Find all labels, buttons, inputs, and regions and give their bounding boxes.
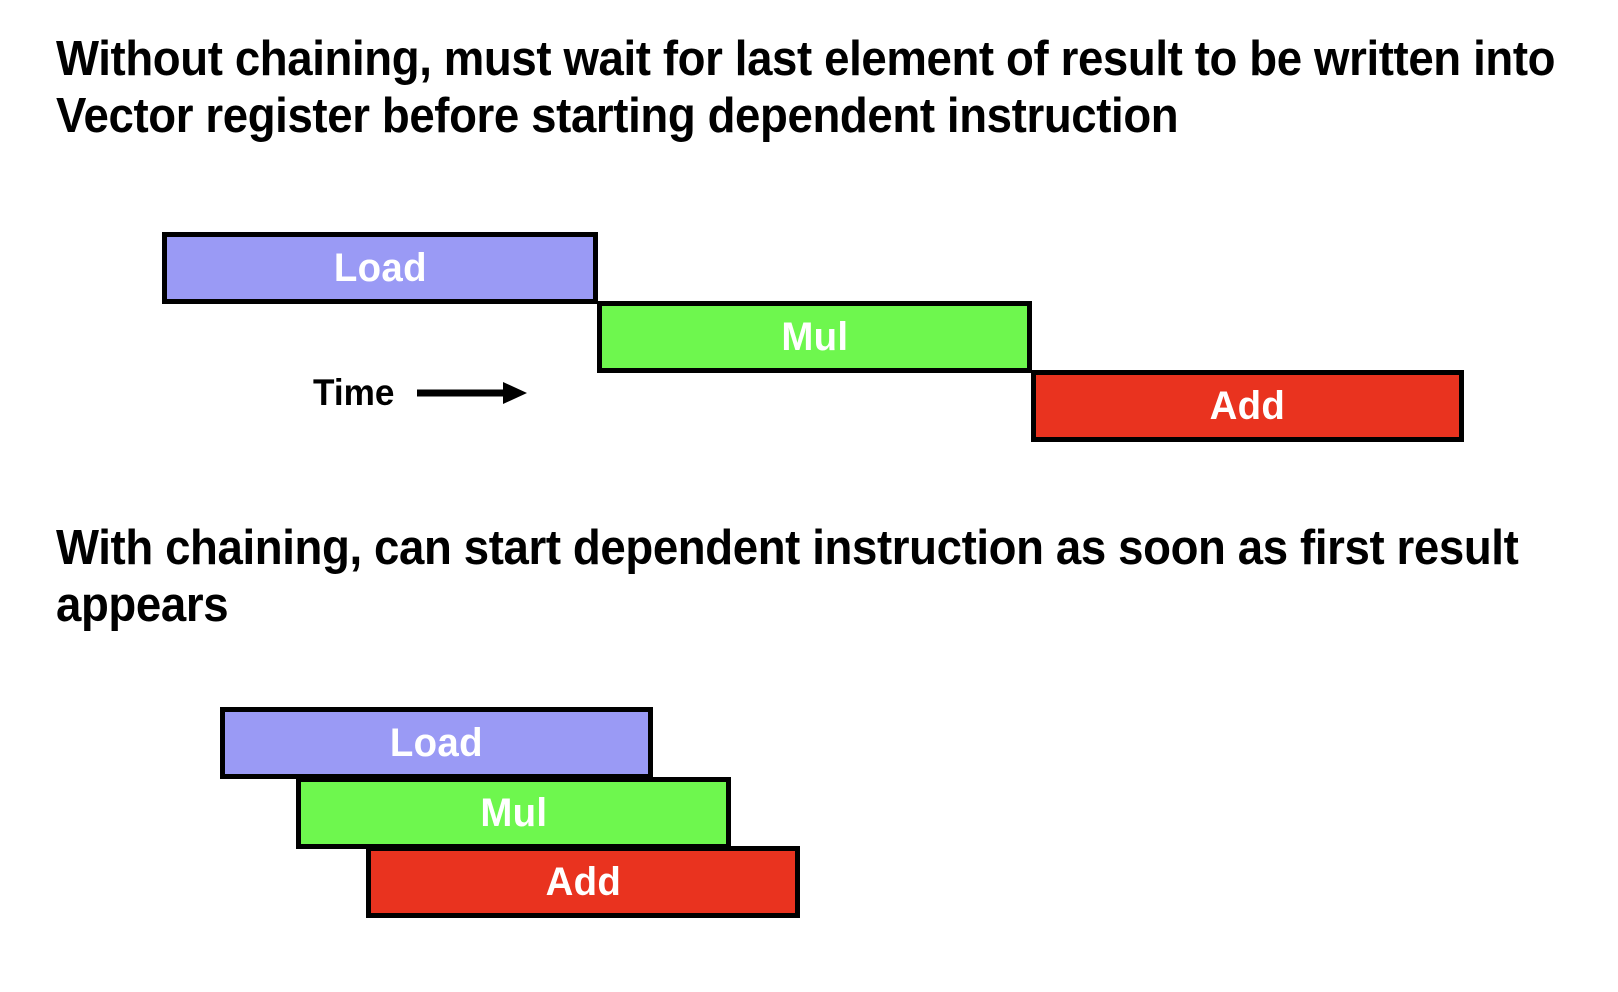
time-axis-label: Time xyxy=(313,372,395,413)
bar-label-mul: Mul xyxy=(480,791,547,835)
bar-label-add: Add xyxy=(1209,384,1286,428)
bar-with-chaining-mul: Mul xyxy=(296,777,731,849)
bar-without-chaining-add: Add xyxy=(1031,370,1464,442)
bar-with-chaining-add: Add xyxy=(366,846,800,918)
time-axis-annotation: Time xyxy=(313,371,527,415)
bar-label-mul: Mul xyxy=(781,315,848,359)
bar-without-chaining-mul: Mul xyxy=(597,301,1032,373)
heading-without-chaining: Without chaining, must wait for last ele… xyxy=(56,32,1568,143)
right-arrow-icon xyxy=(416,382,527,404)
heading-with-chaining: With chaining, can start dependent instr… xyxy=(56,521,1531,632)
bar-without-chaining-load: Load xyxy=(162,232,598,304)
bar-label-add: Add xyxy=(545,860,621,904)
bar-label-load: Load xyxy=(390,721,483,765)
bar-label-load: Load xyxy=(333,246,427,290)
bar-with-chaining-load: Load xyxy=(220,707,653,779)
